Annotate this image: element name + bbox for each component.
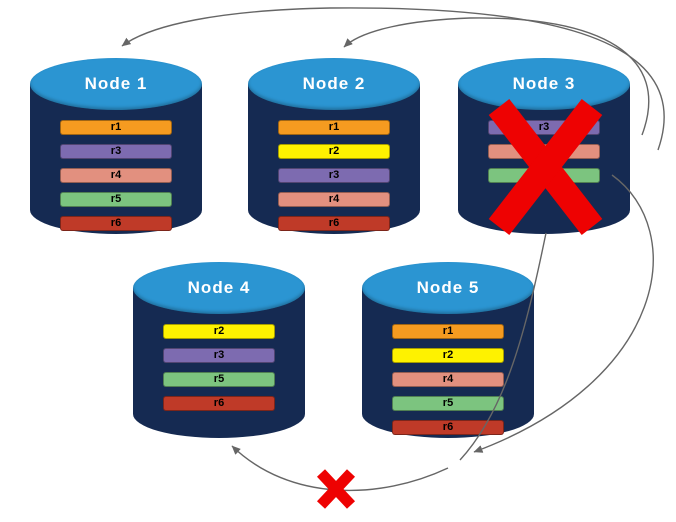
node-1-replicas: r1 r3 r4 r5 r6 [30,120,202,231]
node-1-label: Node 1 [84,74,148,93]
replica-bar: r5 [60,192,172,207]
replica-bar: r3 [278,168,390,183]
replica-bar: r4 [60,168,172,183]
node-3-replicas: r3 r4 r5 [458,120,630,183]
replica-bar: r1 [278,120,390,135]
node-3-label: Node 3 [512,74,576,93]
replica-bar: r4 [392,372,504,387]
replica-bar: r2 [392,348,504,363]
node-2-cylinder: Node 2 r1 r2 r3 r4 r6 [248,58,420,234]
node-1-title: Node 1 [30,58,202,110]
replica-bar: r2 [278,144,390,159]
replica-bar: r5 [392,396,504,411]
node-2-title: Node 2 [248,58,420,110]
node-5-title: Node 5 [362,262,534,314]
node-4-title: Node 4 [133,262,305,314]
replica-bar: r6 [60,216,172,231]
replica-bar: r6 [392,420,504,435]
blocked-arrow-node5-to-node4 [231,445,449,492]
node-4-replicas: r2 r3 r5 r6 [133,324,305,411]
node-3-cylinder: Node 3 r3 r4 r5 [458,58,630,234]
node-3-title: Node 3 [458,58,630,110]
node-5-cylinder: Node 5 r1 r2 r4 r5 r6 [362,262,534,438]
replica-bar: r1 [60,120,172,135]
replica-bar: r4 [488,144,600,159]
replica-bar: r6 [163,396,275,411]
replica-bar: r3 [163,348,275,363]
node-2-replicas: r1 r2 r3 r4 r6 [248,120,420,231]
replica-bar: r5 [488,168,600,183]
replica-bar: r3 [60,144,172,159]
node-4-cylinder: Node 4 r2 r3 r5 r6 [133,262,305,438]
replica-bar: r3 [488,120,600,135]
replica-bar: r2 [163,324,275,339]
replica-bar: r4 [278,192,390,207]
replica-bar: r5 [163,372,275,387]
replica-bar: r6 [278,216,390,231]
node-4-label: Node 4 [187,278,251,297]
replica-bar: r1 [392,324,504,339]
node-5-label: Node 5 [416,278,480,297]
node-2-label: Node 2 [302,74,366,93]
link-failure-x [316,469,356,509]
node-5-replicas: r1 r2 r4 r5 r6 [362,324,534,435]
node-1-cylinder: Node 1 r1 r3 r4 r5 r6 [30,58,202,234]
